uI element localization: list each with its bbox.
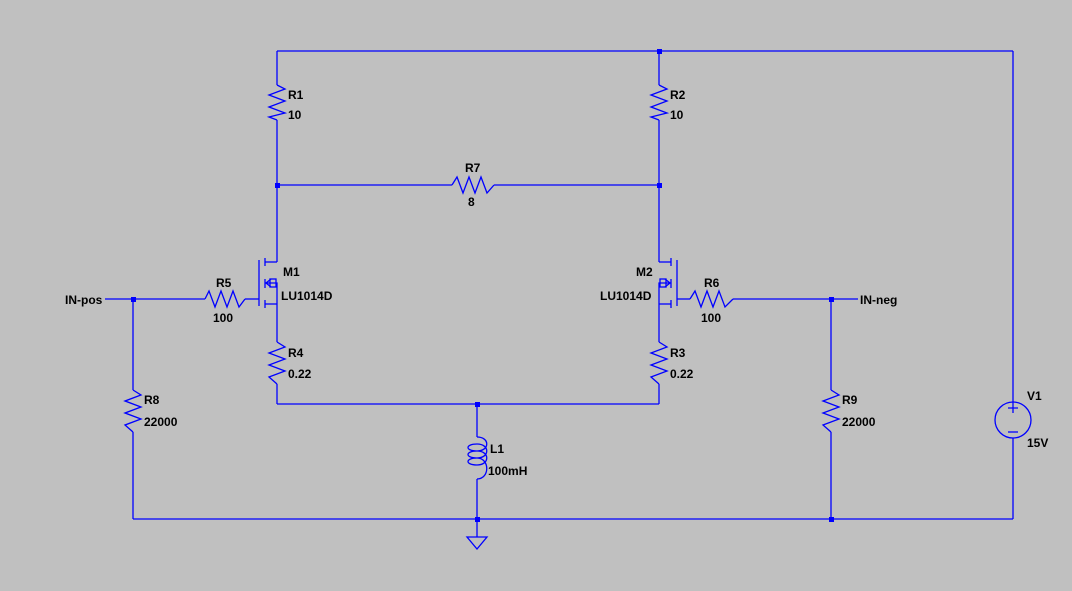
resistor-r6[interactable]: R6 100 bbox=[689, 276, 734, 325]
resistor-r7[interactable]: R7 8 bbox=[451, 161, 495, 209]
r8-value: 22000 bbox=[144, 415, 178, 429]
resistor-r5[interactable]: R5 100 bbox=[204, 276, 246, 325]
resistor-zigzag bbox=[267, 341, 287, 385]
mosfet-m1[interactable]: M1 LU1014D bbox=[258, 258, 333, 308]
r6-value: 100 bbox=[701, 311, 721, 325]
r3-ref: R3 bbox=[670, 346, 686, 360]
m2-arrow bbox=[664, 278, 672, 288]
r6-ref: R6 bbox=[704, 276, 720, 290]
v1-ref: V1 bbox=[1027, 389, 1042, 403]
resistor-r4[interactable]: R4 0.22 bbox=[267, 341, 312, 385]
wires bbox=[105, 50, 1014, 537]
ground-symbol bbox=[465, 536, 489, 551]
voltage-source-v1[interactable]: V1 15V bbox=[994, 389, 1048, 450]
r3-value: 0.22 bbox=[670, 367, 694, 381]
m1-body-lead bbox=[265, 282, 278, 304]
resistor-r1[interactable]: R1 10 bbox=[266, 84, 304, 122]
resistor-zigzag bbox=[204, 289, 246, 309]
r7-value: 8 bbox=[468, 195, 475, 209]
mosfet-m2[interactable]: M2 LU1014D bbox=[600, 258, 678, 308]
m1-arrow bbox=[264, 278, 272, 288]
junction-dot bbox=[131, 297, 136, 302]
resistor-zigzag bbox=[266, 84, 288, 121]
v1-body bbox=[994, 401, 1032, 439]
r8-ref: R8 bbox=[144, 393, 160, 407]
resistor-r2[interactable]: R2 10 bbox=[648, 84, 686, 122]
inductor-coil bbox=[467, 436, 488, 480]
r9-ref: R9 bbox=[842, 393, 858, 407]
junction-dot bbox=[657, 49, 662, 54]
v1-value: 15V bbox=[1027, 436, 1048, 450]
m1-ref: M1 bbox=[283, 265, 300, 279]
resistor-zigzag bbox=[123, 389, 143, 433]
m2-body-lead bbox=[658, 282, 671, 304]
resistor-zigzag bbox=[451, 175, 495, 195]
resistor-r3[interactable]: R3 0.22 bbox=[649, 341, 694, 385]
m2-body-box bbox=[659, 278, 667, 288]
r1-ref: R1 bbox=[288, 88, 304, 102]
junction-dot bbox=[475, 517, 480, 522]
m1-body-box bbox=[269, 278, 277, 288]
r4-value: 0.22 bbox=[288, 367, 312, 381]
r4-ref: R4 bbox=[288, 346, 304, 360]
r1-value: 10 bbox=[288, 108, 302, 122]
r9-value: 22000 bbox=[842, 415, 876, 429]
resistor-zigzag bbox=[689, 289, 734, 309]
r5-ref: R5 bbox=[216, 276, 232, 290]
resistor-zigzag bbox=[649, 341, 669, 385]
r7-ref: R7 bbox=[465, 161, 481, 175]
junction-dot bbox=[829, 297, 834, 302]
junction-dot bbox=[275, 183, 280, 188]
resistor-r9[interactable]: R9 22000 bbox=[821, 389, 876, 433]
resistor-zigzag bbox=[821, 389, 841, 433]
port-in-pos: IN-pos bbox=[65, 293, 103, 307]
r2-ref: R2 bbox=[670, 88, 686, 102]
r5-value: 100 bbox=[213, 311, 233, 325]
resistor-r8[interactable]: R8 22000 bbox=[123, 389, 178, 433]
m1-model: LU1014D bbox=[281, 289, 333, 303]
r2-value: 10 bbox=[670, 108, 684, 122]
m2-ref: M2 bbox=[636, 265, 653, 279]
l1-value: 100mH bbox=[488, 464, 527, 478]
l1-ref: L1 bbox=[490, 442, 504, 456]
m2-model: LU1014D bbox=[600, 289, 652, 303]
junction-dot bbox=[657, 183, 662, 188]
resistor-zigzag bbox=[648, 84, 670, 121]
plus-icon bbox=[1008, 403, 1018, 413]
junctions bbox=[131, 49, 834, 522]
port-in-neg: IN-neg bbox=[860, 293, 897, 307]
junction-dot bbox=[475, 402, 480, 407]
ground-icon bbox=[465, 536, 489, 551]
junction-dot bbox=[829, 517, 834, 522]
inductor-l1[interactable]: L1 100mH bbox=[467, 436, 527, 480]
